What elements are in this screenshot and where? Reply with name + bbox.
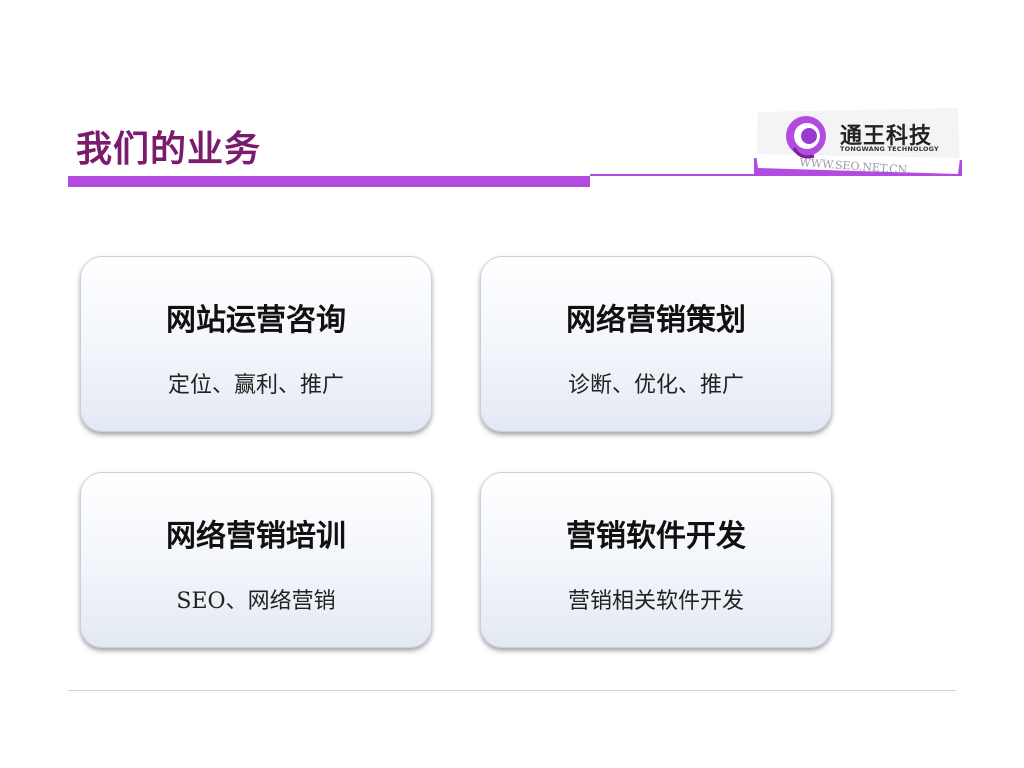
company-logo: 通王科技 TONGWANG TECHNOLOGY WWW.SEO.NET.CN — [754, 108, 962, 176]
card-title: 营销软件开发 — [566, 519, 746, 554]
service-card-training: 网络营销培训 SEO、网络营销 — [80, 472, 432, 648]
title-accent-bar — [68, 176, 590, 187]
card-title: 网站运营咨询 — [166, 303, 346, 338]
card-subtitle: SEO、网络营销 — [176, 589, 336, 614]
footer-divider — [68, 690, 956, 691]
service-card-software: 营销软件开发 营销相关软件开发 — [480, 472, 832, 648]
title-accent-line — [590, 174, 960, 176]
card-subtitle: 定位、赢利、推广 — [167, 373, 344, 398]
slide-title: 我们的业务 — [76, 128, 262, 170]
logo-company-name: 通王科技 — [840, 123, 933, 149]
service-card-marketing-planning: 网络营销策划 诊断、优化、推广 — [480, 256, 832, 432]
logo-english-name: TONGWANG TECHNOLOGY — [840, 145, 939, 153]
card-title: 网络营销策划 — [566, 303, 746, 338]
service-card-operations: 网站运营咨询 定位、赢利、推广 — [80, 256, 432, 432]
card-subtitle: 诊断、优化、推广 — [567, 373, 744, 398]
logo-swirl-icon — [786, 116, 826, 159]
card-title: 网络营销培训 — [166, 519, 346, 554]
card-subtitle: 营销相关软件开发 — [567, 589, 744, 614]
logo-backdrop — [754, 108, 962, 176]
